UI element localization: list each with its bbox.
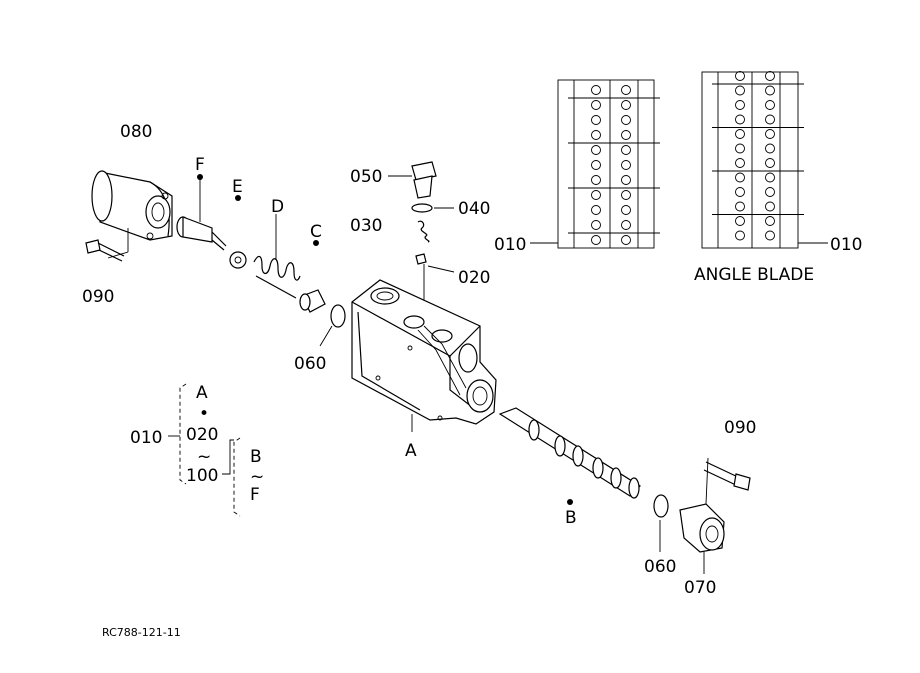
schematic-port	[735, 201, 745, 212]
schematic-port	[621, 160, 631, 170]
legend-tilde-2: ~	[250, 467, 264, 487]
legend-B: B	[250, 447, 262, 467]
schematic-port	[591, 85, 601, 95]
footer-code: RC788-121-11	[102, 626, 181, 639]
label-040: 040	[458, 199, 490, 219]
legend-bracket	[168, 383, 241, 517]
block-schematic-left	[530, 79, 660, 249]
legend-A: A	[196, 383, 208, 403]
legend-100: 100	[186, 466, 218, 486]
schematic-port	[621, 205, 631, 215]
schematic-port	[735, 71, 745, 81]
schematic-port	[591, 115, 601, 125]
schematic-port	[735, 85, 745, 96]
schematic-port	[591, 160, 601, 170]
label-090-right: 090	[724, 418, 756, 438]
schematic-port	[621, 100, 631, 110]
schematic-port	[765, 143, 775, 154]
label-080: 080	[120, 122, 152, 142]
label-070: 070	[684, 578, 716, 598]
schematic-port	[591, 235, 601, 245]
part-A-valve-body[interactable]	[351, 279, 497, 432]
schematic-port	[765, 158, 775, 168]
label-050: 050	[350, 167, 382, 187]
label-020: 020	[458, 268, 490, 288]
legend-tilde-1: ~	[197, 447, 211, 467]
schematic-port	[735, 158, 745, 168]
schematic-port	[621, 175, 631, 185]
part-040-oring[interactable]	[411, 203, 454, 213]
schematic-port	[765, 201, 775, 212]
schematic-port	[621, 220, 631, 230]
label-D: D	[271, 197, 284, 217]
schematic-port	[591, 205, 601, 215]
schematic-port	[621, 235, 631, 245]
schematic-port	[735, 216, 745, 226]
dot-B	[567, 499, 573, 505]
legend-F: F	[250, 485, 260, 505]
schematic-port	[765, 100, 775, 110]
part-060-oring-left[interactable]	[319, 304, 346, 347]
schematic-port	[621, 190, 631, 200]
part-D-spring[interactable]	[253, 214, 301, 299]
schematic-port	[735, 114, 745, 125]
part-090-bolt-right[interactable]	[703, 457, 751, 505]
part-080-cover[interactable]	[91, 170, 173, 259]
schematic-port	[765, 216, 775, 226]
part-050-plug[interactable]	[388, 161, 437, 199]
schematic-port	[765, 230, 775, 241]
schematic-port	[765, 114, 775, 125]
schematic-port	[765, 129, 775, 139]
washer[interactable]	[229, 251, 247, 269]
spool-piece[interactable]	[299, 289, 326, 313]
legend-dot: •	[199, 404, 209, 424]
part-060-oring-right[interactable]	[653, 494, 669, 552]
schematic-port	[735, 187, 745, 197]
schematic-port	[621, 115, 631, 125]
schematic-port	[591, 175, 601, 185]
schematic-port	[621, 85, 631, 95]
label-010-top: 010	[494, 235, 526, 255]
label-B: B	[565, 508, 577, 528]
label-030: 030	[350, 216, 382, 236]
schematic-port	[735, 172, 745, 183]
label-angle-blade: ANGLE BLADE	[694, 265, 814, 285]
schematic-port	[765, 187, 775, 197]
label-060-right: 060	[644, 557, 676, 577]
part-090-bolt-left[interactable]	[85, 239, 125, 262]
label-E: E	[232, 177, 243, 197]
schematic-port	[735, 143, 745, 154]
part-F-plug[interactable]	[176, 178, 227, 251]
schematic-port	[735, 129, 745, 139]
schematic-port	[765, 172, 775, 183]
legend-020: 020	[186, 425, 218, 445]
label-C: C	[310, 222, 322, 242]
label-010-right: 010	[830, 235, 862, 255]
label-060-left: 060	[294, 354, 326, 374]
schematic-port	[735, 230, 745, 241]
schematic-port	[735, 100, 745, 110]
part-030-spring[interactable]	[417, 220, 430, 243]
label-F: F	[195, 155, 205, 175]
schematic-port	[765, 71, 775, 81]
schematic-port	[591, 130, 601, 140]
block-schematic-right	[701, 71, 828, 249]
dot-F	[197, 174, 203, 180]
schematic-port	[765, 85, 775, 96]
schematic-port	[621, 130, 631, 140]
dot-E	[235, 195, 241, 201]
part-070-cap[interactable]	[679, 503, 725, 574]
schematic-port	[621, 145, 631, 155]
dot-C	[313, 240, 319, 246]
schematic-port	[591, 100, 601, 110]
schematic-port	[591, 190, 601, 200]
label-090-left: 090	[82, 287, 114, 307]
schematic-port	[591, 220, 601, 230]
legend-010: 010	[130, 428, 162, 448]
label-A: A	[405, 441, 417, 461]
schematic-port	[591, 145, 601, 155]
main-spool[interactable]	[498, 407, 641, 499]
